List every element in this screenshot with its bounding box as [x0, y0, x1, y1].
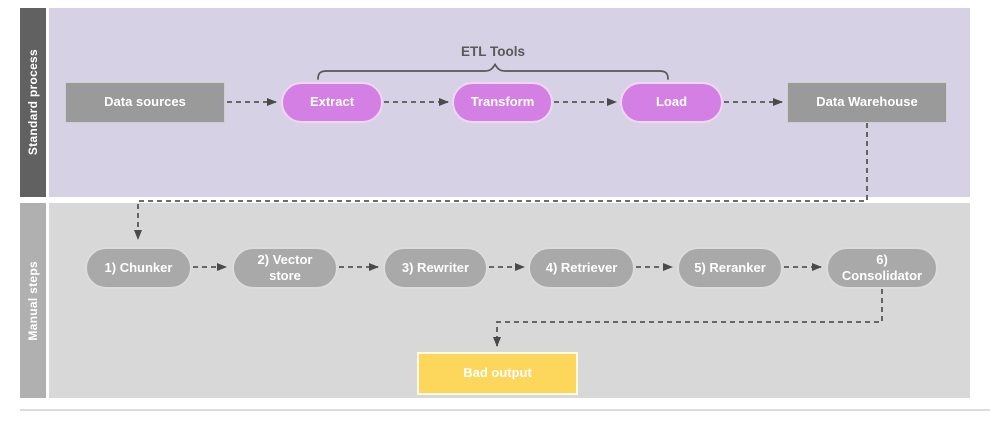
node-extract-label: Extract	[309, 94, 355, 110]
node-data-sources-label: Data sources	[104, 94, 186, 110]
lane-manual-steps-strip: Manual steps	[20, 203, 46, 398]
node-load: Load	[620, 82, 723, 123]
node-data-warehouse: Data Warehouse	[787, 82, 947, 123]
node-transform-label: Transform	[470, 94, 535, 110]
lane-standard-process-strip: Standard process	[20, 8, 46, 197]
lane-standard-process-label: Standard process	[26, 49, 40, 156]
node-load-label: Load	[655, 94, 688, 110]
node-chunker: 1) Chunker	[85, 247, 192, 289]
node-consolidator: 6) Consolidator	[826, 247, 938, 289]
lane-manual-steps-label: Manual steps	[26, 260, 40, 341]
node-rewriter-label: 3) Rewriter	[401, 259, 470, 275]
node-reranker: 5) Reranker	[677, 247, 783, 289]
node-bad-output-label: Bad output	[463, 365, 532, 381]
node-chunker-label: 1) Chunker	[104, 259, 173, 275]
node-retriever-label: 4) Retriever	[545, 259, 618, 275]
node-consolidator-label: 6) Consolidator	[841, 251, 923, 283]
node-extract: Extract	[281, 82, 383, 123]
node-rewriter: 3) Rewriter	[383, 247, 488, 289]
node-vector-store-label: 2) Vector store	[257, 251, 313, 283]
node-data-sources: Data sources	[65, 82, 225, 123]
node-bad-output: Bad output	[417, 352, 578, 395]
node-reranker-label: 5) Reranker	[694, 259, 766, 275]
etl-tools-group-label: ETL Tools	[461, 44, 525, 59]
node-data-warehouse-label: Data Warehouse	[816, 94, 918, 110]
node-transform: Transform	[452, 82, 553, 123]
bottom-divider-line	[20, 409, 990, 411]
node-retriever: 4) Retriever	[528, 247, 635, 289]
node-vector-store: 2) Vector store	[232, 247, 338, 289]
